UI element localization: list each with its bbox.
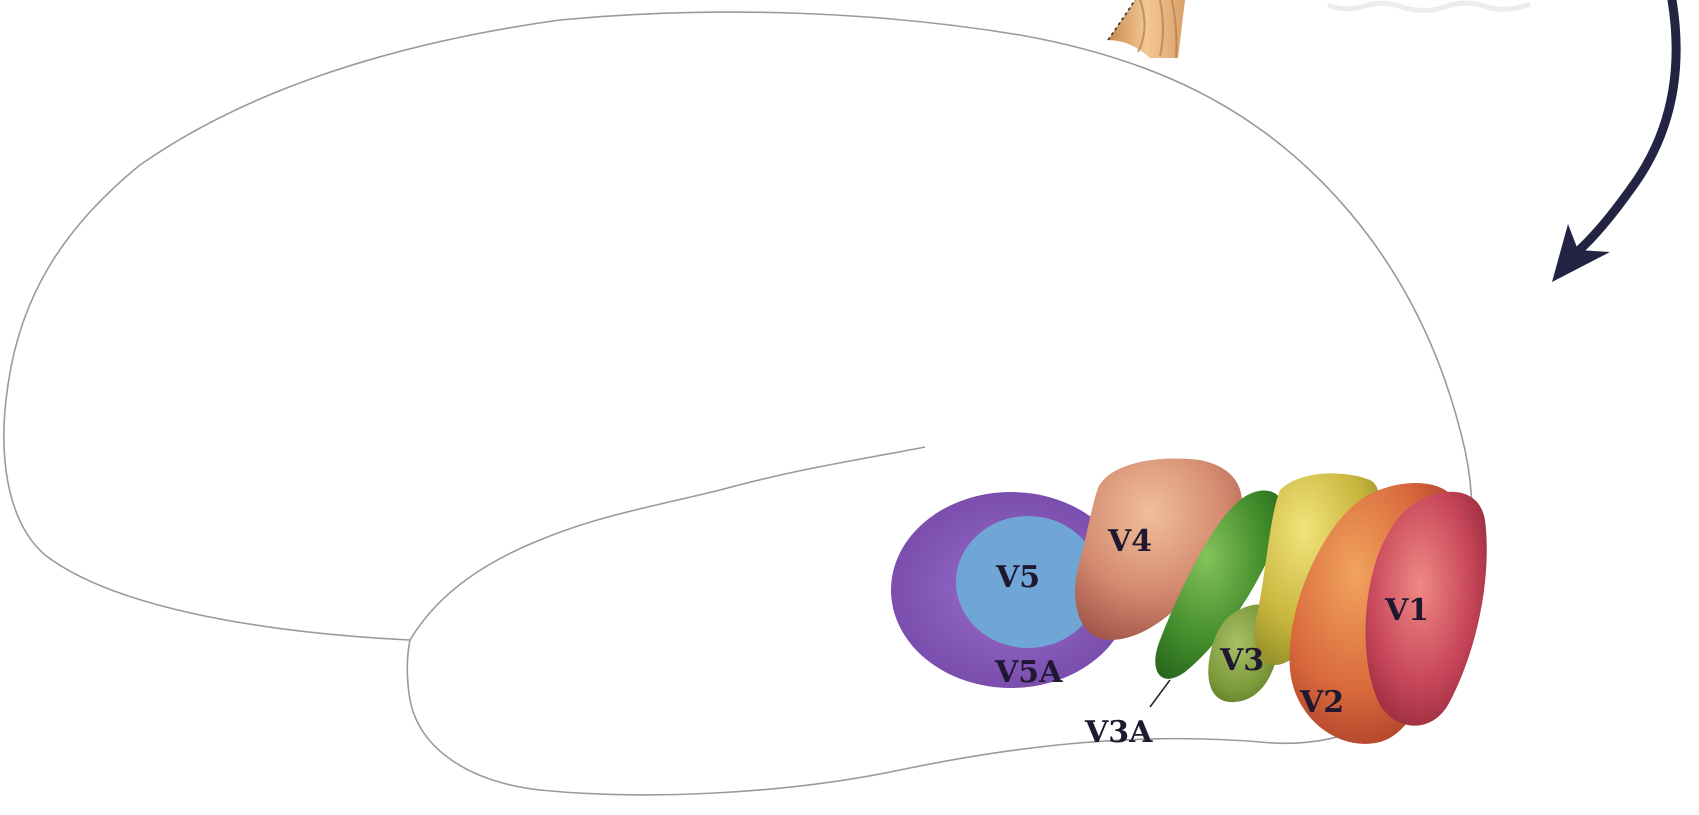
label-v5a: V5A	[994, 655, 1063, 690]
label-v3a: V3A	[1084, 715, 1153, 750]
brain-outline	[3, 11, 1473, 796]
label-v2: V2	[1299, 685, 1344, 720]
area-v1	[1365, 491, 1487, 726]
label-v3: V3	[1219, 643, 1264, 678]
label-v4: V4	[1107, 524, 1152, 559]
label-v1: V1	[1384, 593, 1429, 628]
curved-arrow	[1552, 0, 1681, 282]
v3a-leader-line	[1149, 679, 1171, 708]
area-v5	[956, 516, 1100, 648]
label-v5: V5	[995, 560, 1040, 595]
faded-caption-mark	[1327, 0, 1531, 13]
area-v4	[1075, 458, 1243, 640]
optic-nerve	[1107, 0, 1185, 59]
area-v3a	[1155, 490, 1284, 679]
